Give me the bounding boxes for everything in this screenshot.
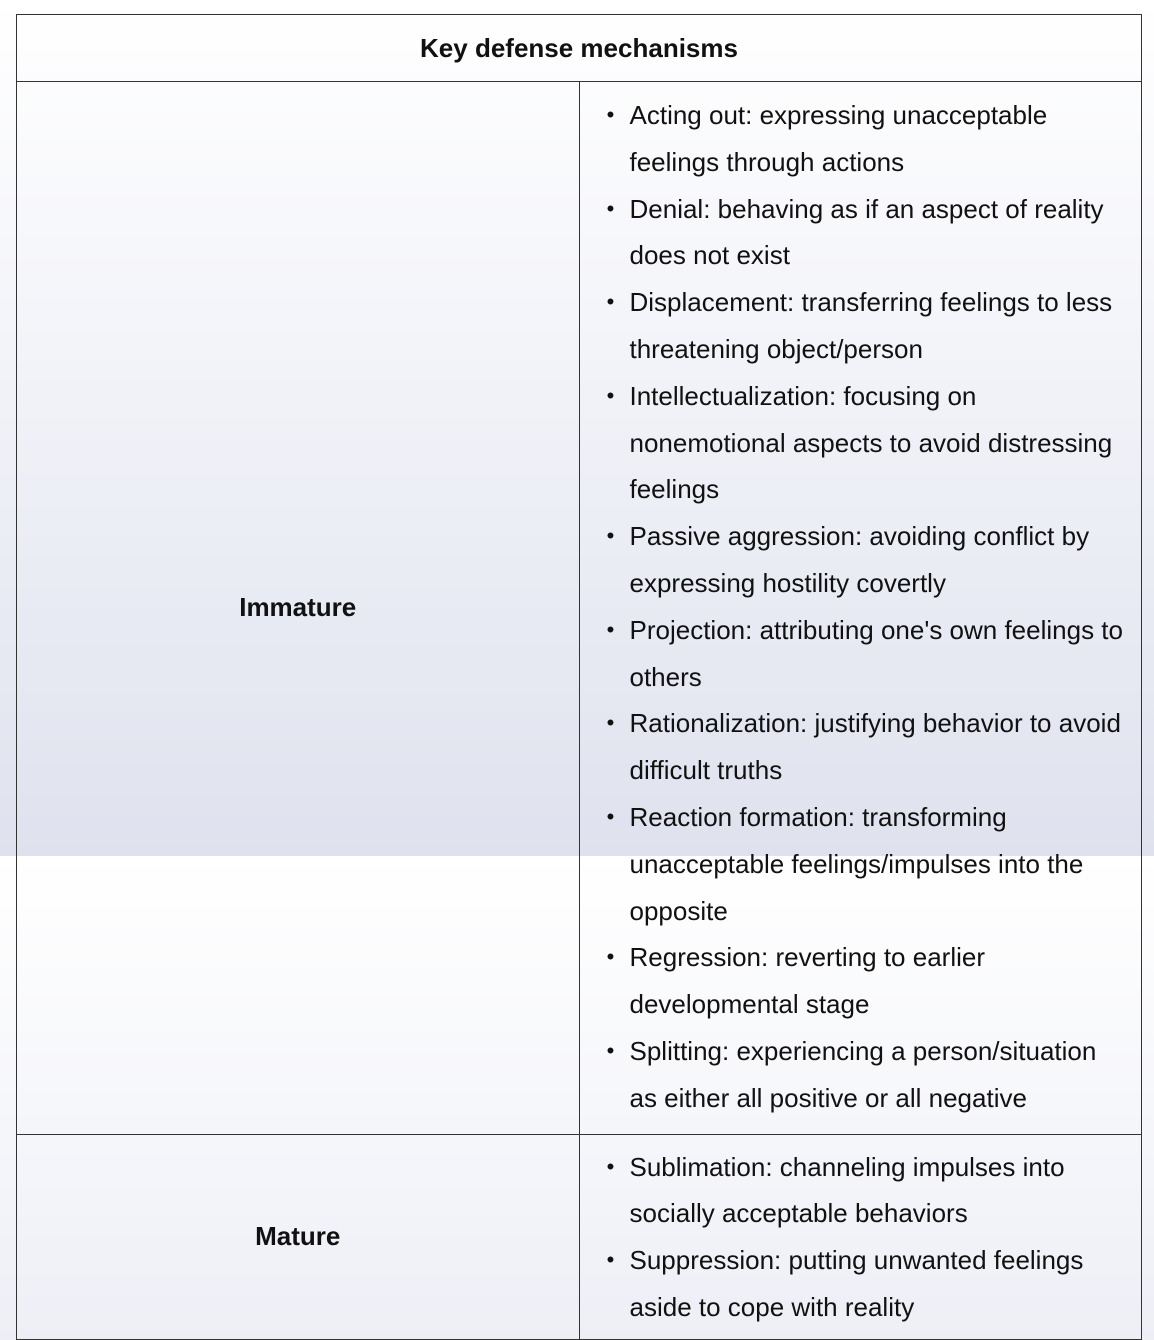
table-title: Key defense mechanisms	[16, 14, 1142, 82]
list-item: • Sublimation: channeling impulses into s…	[607, 1144, 1126, 1238]
bullet-icon: •	[606, 710, 615, 736]
bullet-icon: •	[606, 1247, 615, 1273]
category-mature: Mature	[16, 1133, 580, 1340]
bullet-icon: •	[606, 944, 615, 970]
defense-mechanisms-table-container: Key defense mechanisms Immature • Acting …	[16, 14, 1142, 1340]
list-item-text: Passive aggression: avoiding conflict by…	[629, 521, 1090, 598]
defense-mechanisms-table: Key defense mechanisms Immature • Acting …	[16, 14, 1142, 1340]
bullet-icon: •	[606, 1037, 615, 1063]
bullet-icon: •	[606, 289, 615, 315]
bullet-icon: •	[606, 195, 615, 221]
list-item: • Rationalization: justifying behavior to…	[607, 700, 1126, 794]
table-header-row: Key defense mechanisms	[16, 14, 1142, 82]
bullet-icon: •	[606, 1153, 615, 1179]
bullet-icon: •	[606, 616, 615, 642]
list-item: • Denial: behaving as if an aspect of rea…	[607, 186, 1126, 280]
list-item-text: Sublimation: channeling impulses into so…	[629, 1151, 1065, 1229]
list-item: • Projection: attributing one's own feeli…	[607, 607, 1126, 701]
list-item: • Suppression: putting unwanted feelings …	[607, 1237, 1126, 1331]
table-row-immature: Immature • Acting out: expressing unaccep…	[16, 81, 1142, 1135]
list-item-text: Regression: reverting to earlier develop…	[629, 942, 986, 1020]
mature-mechanism-list: • Sublimation: channeling impulses into s…	[580, 1135, 1142, 1339]
list-item: • Reaction formation: transforming unacce…	[607, 794, 1126, 934]
bullet-icon: •	[606, 803, 615, 829]
items-cell-mature: • Sublimation: channeling impulses into s…	[578, 1133, 1142, 1340]
list-item: • Displacement: transferring feelings to …	[607, 279, 1126, 373]
list-item: • Acting out: expressing unacceptable fee…	[607, 92, 1126, 186]
list-item: • Passive aggression: avoiding conflict b…	[607, 513, 1126, 607]
items-cell-immature: • Acting out: expressing unacceptable fee…	[578, 81, 1142, 1135]
list-item-text: Denial: behaving as if an aspect of real…	[629, 193, 1104, 271]
bullet-icon: •	[606, 523, 615, 549]
bullet-icon: •	[606, 102, 615, 127]
list-item-text: Suppression: putting unwanted feelings a…	[629, 1245, 1084, 1322]
category-immature: Immature	[16, 81, 580, 1135]
immature-mechanism-list: • Acting out: expressing unacceptable fee…	[580, 82, 1142, 1134]
list-item-text: Rationalization: justifying behavior to …	[629, 708, 1121, 786]
table-row-mature: Mature • Sublimation: channeling impulses…	[16, 1133, 1142, 1340]
bullet-icon: •	[606, 382, 615, 408]
list-item-text: Projection: attributing one's own feelin…	[629, 614, 1123, 692]
list-item: • Intellectualization: focusing on nonemo…	[607, 373, 1126, 513]
list-item-text: Intellectualization: focusing on nonemot…	[629, 380, 1113, 505]
list-item-text: Reaction formation: transforming unaccep…	[629, 801, 1084, 926]
list-item: • Regression: reverting to earlier develo…	[607, 934, 1126, 1028]
list-item-text: Acting out: expressing unacceptable feel…	[629, 100, 1048, 177]
list-item-text: Splitting: experiencing a person/situati…	[629, 1035, 1097, 1113]
list-item-text: Displacement: transferring feelings to l…	[629, 287, 1113, 364]
list-item: • Splitting: experiencing a person/situat…	[607, 1028, 1126, 1122]
